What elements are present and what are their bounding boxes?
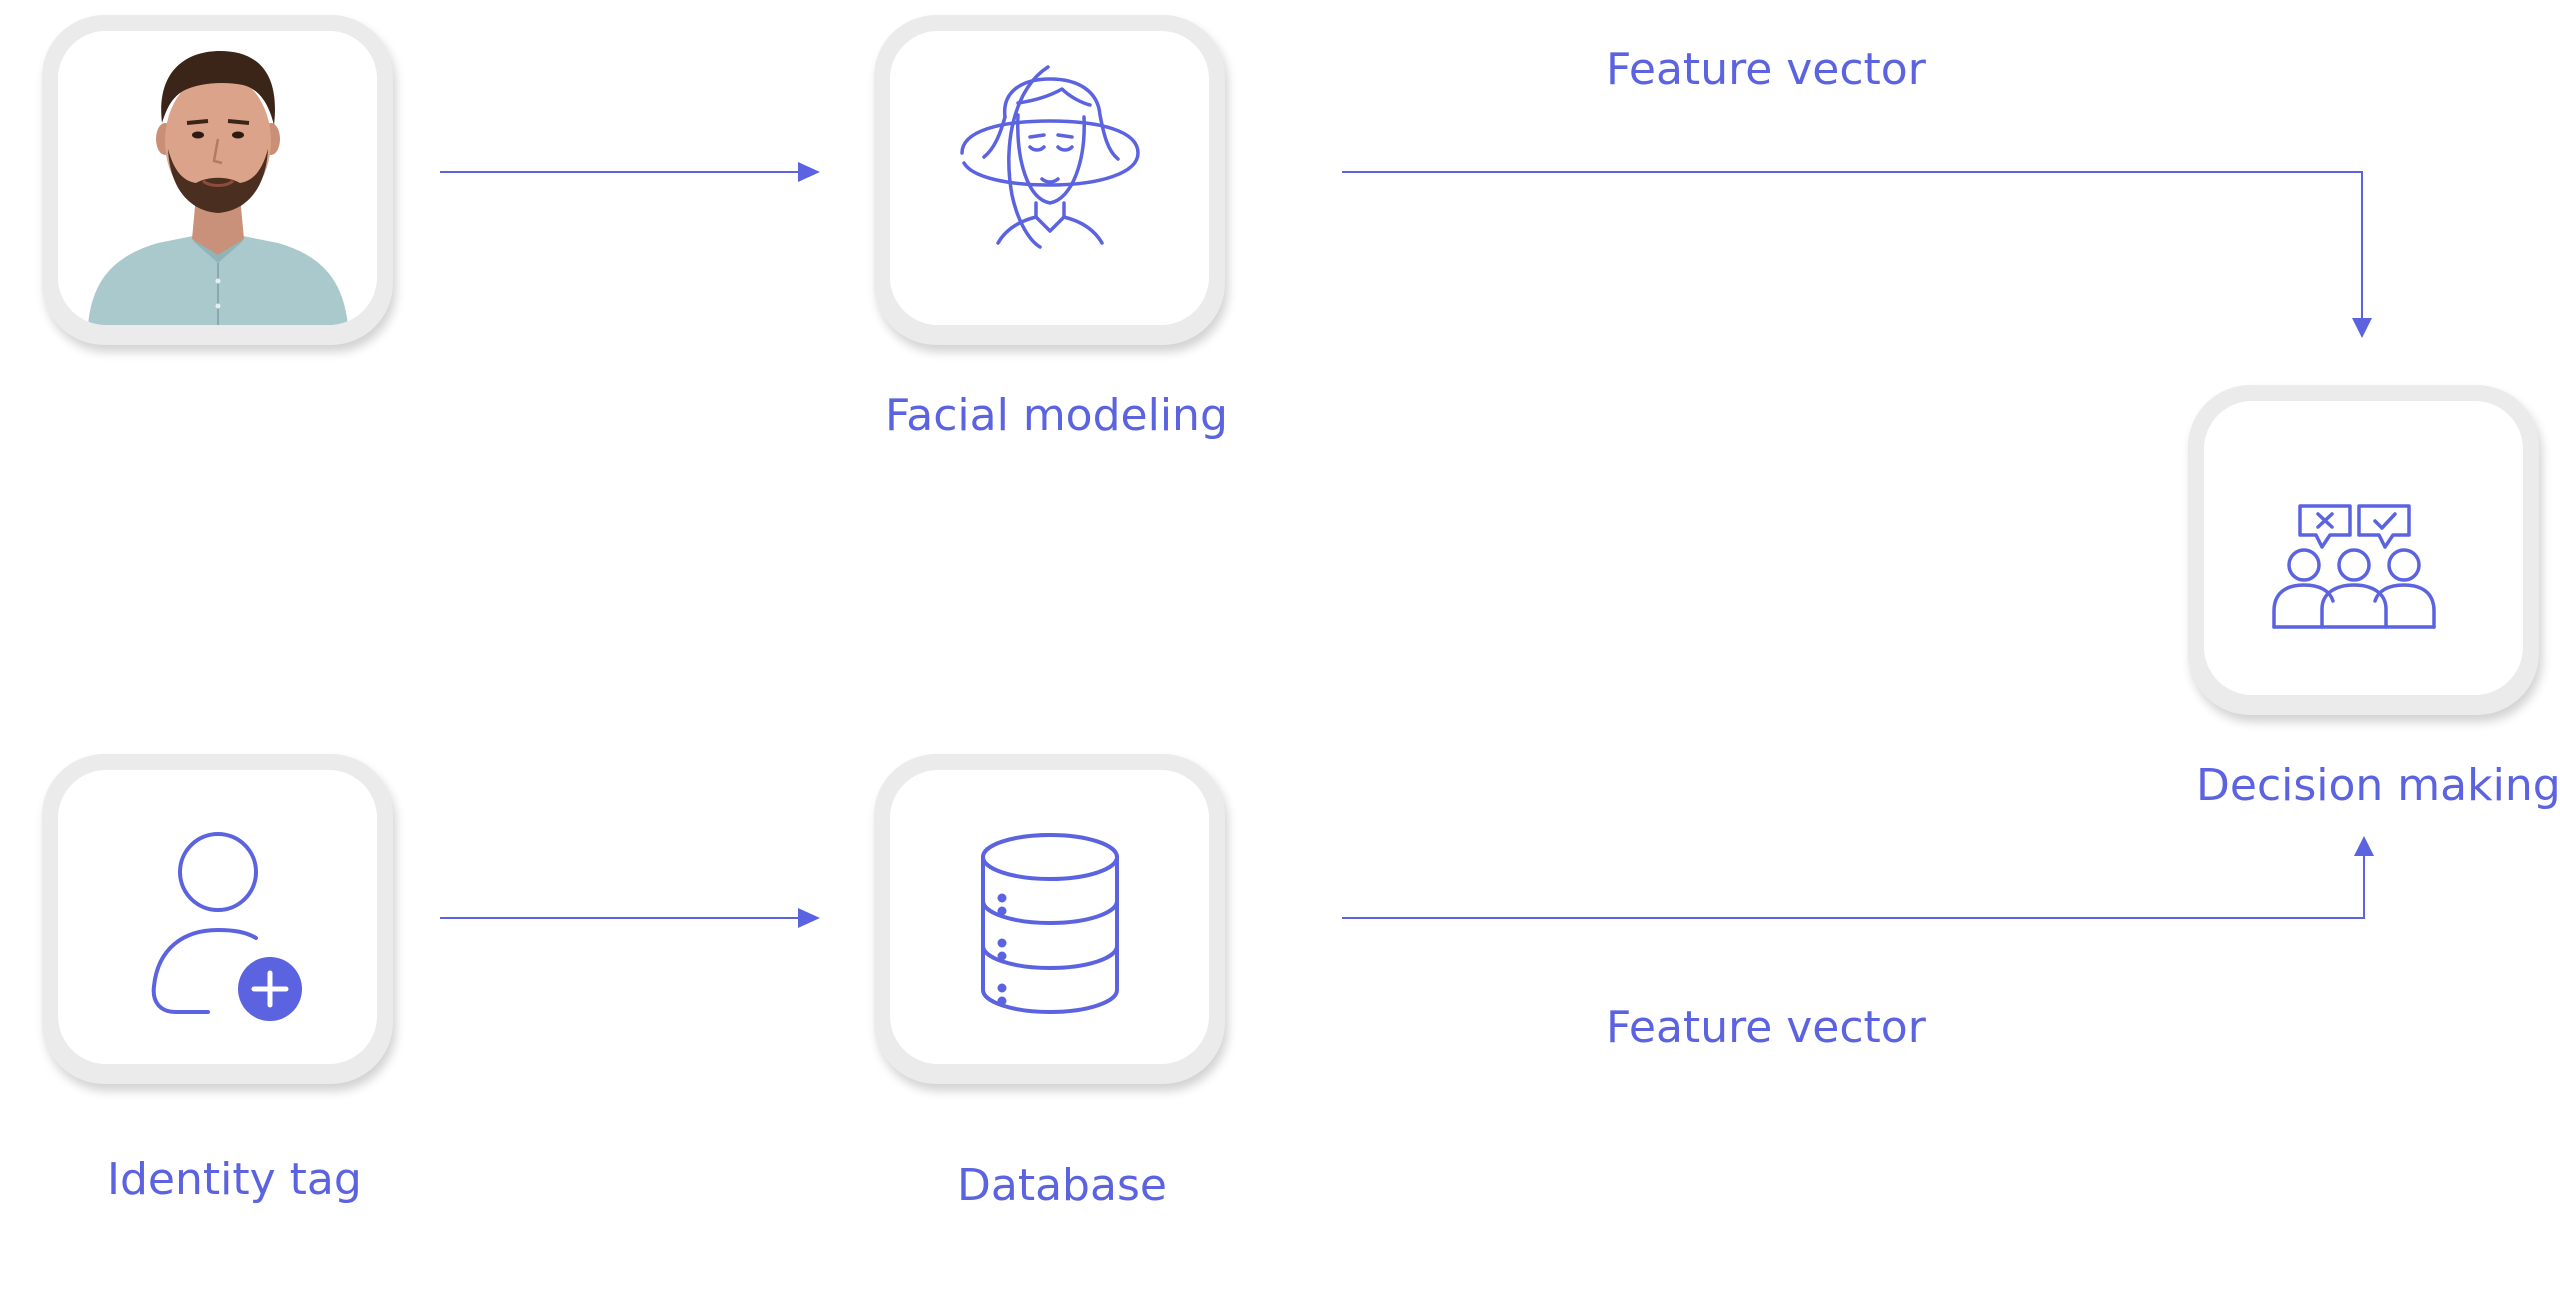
database-node	[874, 754, 1225, 1084]
decision-making-node	[2188, 385, 2539, 715]
photo-frame	[58, 31, 377, 325]
edge-label-feature-vector-top: Feature vector	[1606, 44, 1926, 95]
identity-tag-label: Identity tag	[107, 1154, 362, 1205]
arrowhead-decision-making-top	[2352, 318, 2372, 338]
arrow-facial-modeling-to-decision-making	[1342, 171, 2363, 331]
face-scan-icon	[960, 65, 1140, 249]
identity-tag-node	[42, 754, 393, 1084]
arrow-database-to-decision-making	[1342, 844, 2365, 919]
arrowhead-database	[798, 908, 820, 928]
database-icon	[981, 833, 1119, 1014]
facial-modeling-label: Facial modeling	[885, 390, 1228, 441]
arrowhead-facial-modeling	[798, 162, 820, 182]
database-label: Database	[957, 1160, 1167, 1211]
add-user-icon	[151, 832, 302, 1021]
decision-making-label: Decision making	[2196, 760, 2560, 811]
group-decision-icon	[2272, 504, 2436, 629]
person-photo	[58, 31, 377, 325]
arrowhead-decision-making-bottom	[2354, 836, 2374, 856]
photo-node	[42, 15, 393, 345]
edge-label-feature-vector-bottom: Feature vector	[1606, 1002, 1926, 1053]
facial-modeling-node	[874, 15, 1225, 345]
